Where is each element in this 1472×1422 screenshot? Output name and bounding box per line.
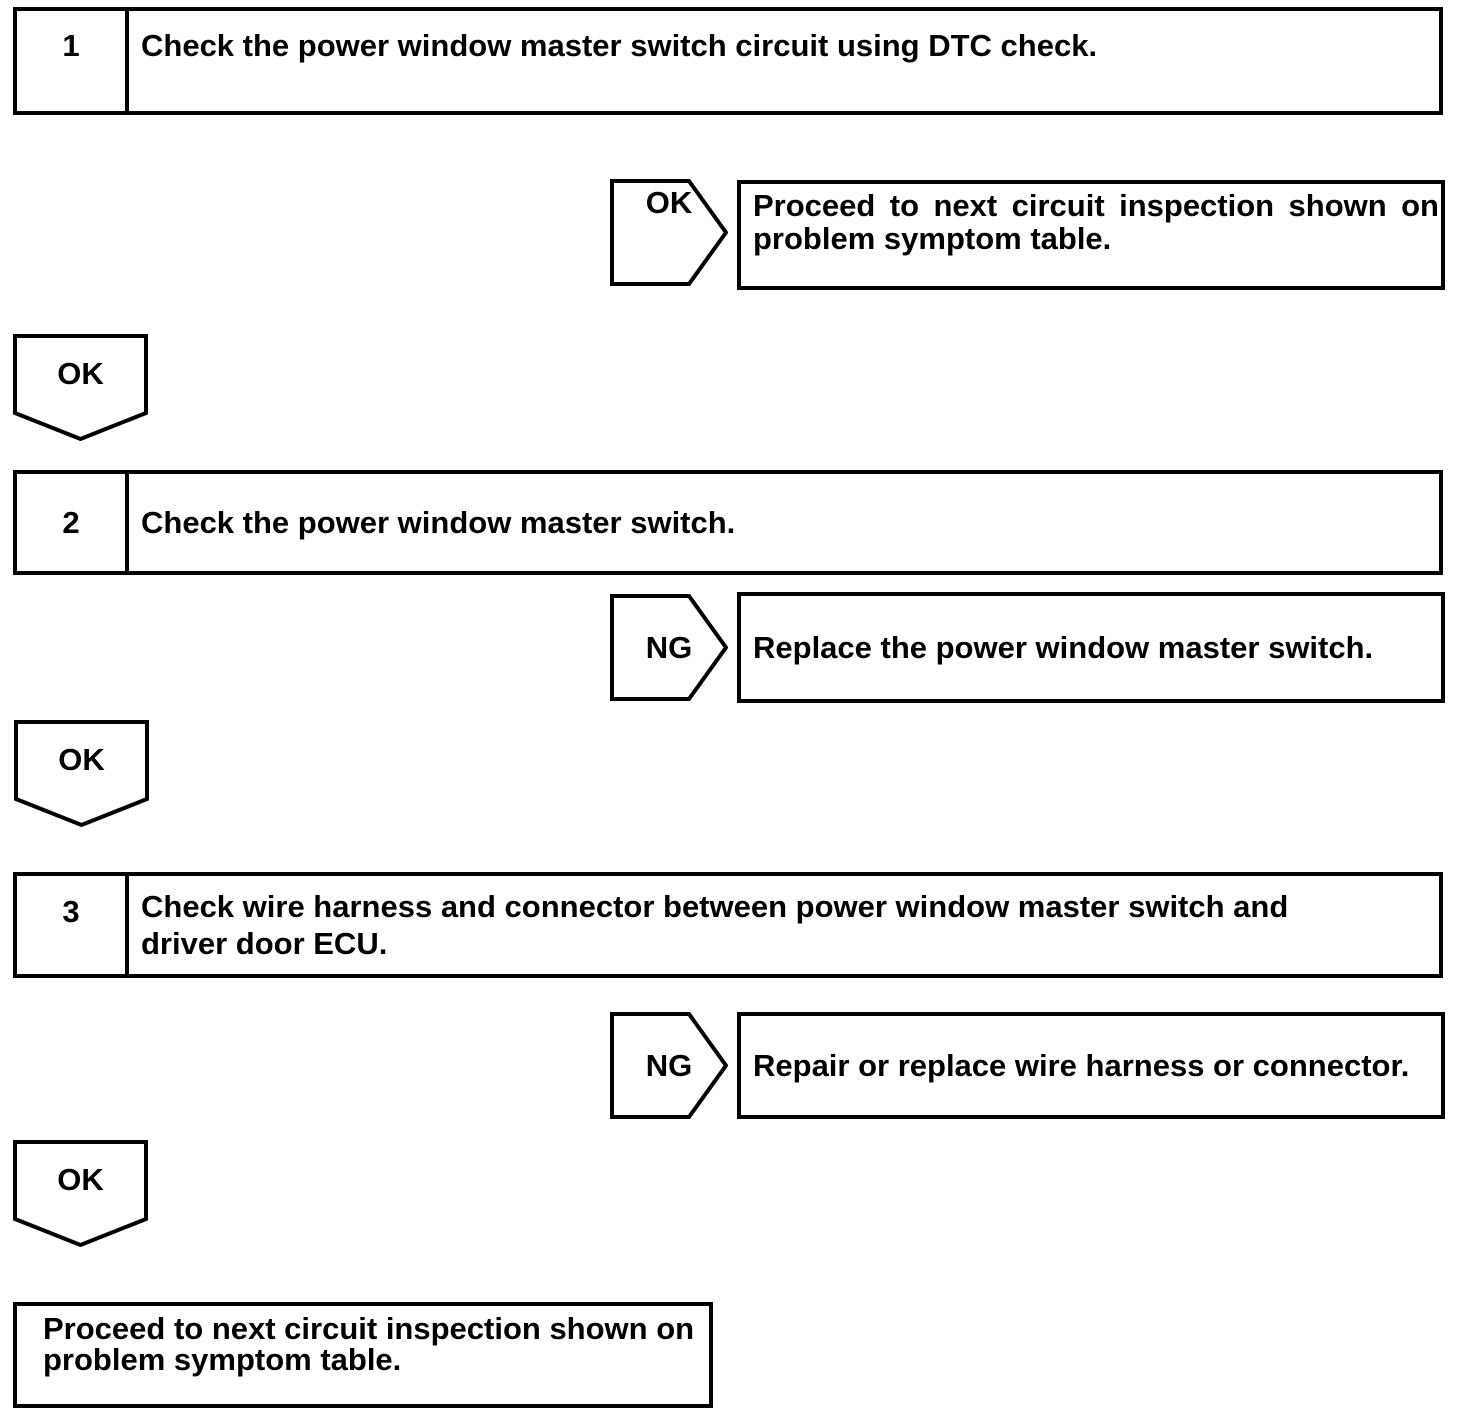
end-action-box: Proceed to next circuit inspection shown… <box>13 1302 713 1408</box>
branch-action-line: Proceed to next circuit inspection shown… <box>753 188 1439 223</box>
step-number: 1 <box>62 28 80 63</box>
ok-arrow-down-icon <box>13 334 148 441</box>
end-action-line: Proceed to next circuit inspection shown… <box>43 1311 695 1346</box>
ok-arrow-down-icon <box>13 1140 148 1247</box>
ok-connector-1: OK <box>13 334 148 441</box>
connector-label: OK <box>58 742 105 777</box>
step-instruction: Check the power window master switch cir… <box>129 11 1439 111</box>
branch-label: NG <box>645 1047 693 1083</box>
branch-action-line: Repair or replace wire harness or connec… <box>753 1048 1410 1083</box>
step-instruction-line: driver door ECU. <box>141 926 388 961</box>
connector-label: OK <box>57 356 104 391</box>
step-number-cell: 1 <box>17 11 129 111</box>
ok-branch-1: OK <box>610 179 728 286</box>
branch-action-box-3: Repair or replace wire harness or connec… <box>737 1012 1445 1119</box>
step-instruction: Check the power window master switch. <box>129 474 1439 571</box>
ok-connector-3: OK <box>13 1140 148 1247</box>
ok-arrow-right-icon <box>610 179 728 286</box>
step-row-1: 1 Check the power window master switch c… <box>13 7 1443 115</box>
ng-branch-1: NG <box>610 594 728 701</box>
branch-action-box-1: Proceed to next circuit inspection shown… <box>737 180 1445 290</box>
ng-arrow-right-icon <box>610 594 728 701</box>
step-instruction-line: Check the power window master switch. <box>141 505 736 540</box>
connector-label: OK <box>57 1162 104 1197</box>
step-number-cell: 2 <box>17 474 129 571</box>
branch-action-line: problem symptom table. <box>753 221 1112 256</box>
branch-label: NG <box>645 629 693 665</box>
branch-label: OK <box>645 185 693 220</box>
branch-action-box-2: Replace the power window master switch. <box>737 592 1445 703</box>
ng-arrow-right-icon <box>610 1012 728 1119</box>
step-number-cell: 3 <box>17 876 129 974</box>
branch-action-line: Replace the power window master switch. <box>753 630 1374 665</box>
step-number: 2 <box>62 505 80 540</box>
step-instruction-line: Check the power window master switch cir… <box>141 28 1098 63</box>
step-row-3: 3 Check wire harness and connector betwe… <box>13 872 1443 978</box>
step-row-2: 2 Check the power window master switch. <box>13 470 1443 575</box>
step-number: 3 <box>62 894 80 929</box>
ng-branch-2: NG <box>610 1012 728 1119</box>
end-action-line: problem symptom table. <box>43 1342 402 1377</box>
step-instruction-line: Check wire harness and connector between… <box>141 889 1289 924</box>
step-instruction: Check wire harness and connector between… <box>129 876 1439 974</box>
ok-connector-2: OK <box>14 720 149 827</box>
ok-arrow-down-icon <box>14 720 149 827</box>
